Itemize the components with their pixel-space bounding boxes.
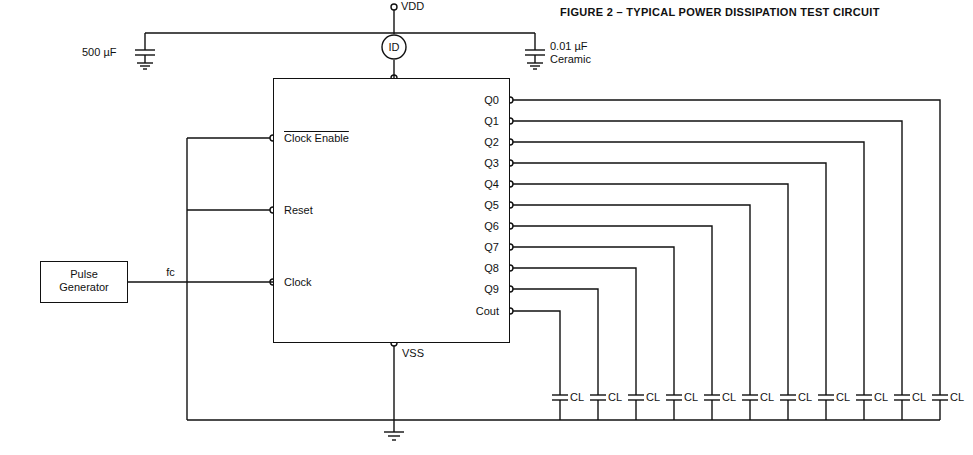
supply-label: VDD [401,0,424,13]
output-wire [510,184,788,395]
pulse-generator-box: Pulse Generator [40,261,128,302]
pin-label: Reset [284,204,313,217]
output-wire [510,142,864,395]
capacitor-lead [559,400,560,420]
capacitor-label: CL [798,391,812,404]
capacitor-plate [628,394,644,395]
figure-title: FIGURE 2 – TYPICAL POWER DISSIPATION TES… [560,6,880,19]
clock-enable-wire [187,137,273,138]
output-wire [510,247,674,395]
vss-wire [393,343,394,432]
capacitor-lead [825,400,826,420]
capacitor-lead [749,400,750,420]
vdd-terminal [391,4,397,10]
capacitor-plate [590,394,606,395]
current-meter: ID [381,34,407,60]
capacitor-plate [780,394,796,395]
supply-label: VSS [402,347,424,360]
capacitor-plate [552,394,568,395]
signal-wire [128,281,273,282]
capacitor-lead [597,400,598,420]
output-load-wiring [510,100,948,420]
pin-label: Q3 [484,157,499,170]
capacitor-symbol [525,33,545,69]
output-wire [510,311,560,395]
pin-label: Q7 [484,241,499,254]
capacitor-label: CL [646,391,660,404]
pin-label: Q1 [484,115,499,128]
reset-wire [187,209,273,210]
capacitor-lead [901,400,902,420]
capacitor-label: CL [608,391,622,404]
output-wire [510,226,712,395]
capacitor-symbol [135,33,155,69]
pin-label: Cout [476,305,499,318]
capacitor-plate [704,394,720,395]
supply-bar [145,32,535,33]
capacitor-plate [742,394,758,395]
ground-bus [187,419,940,420]
capacitor-label: CL [684,391,698,404]
capacitor-value: 0.01 µF Ceramic [550,40,612,65]
box-label: Pulse Generator [41,262,127,299]
capacitor-plate [894,394,910,395]
output-wire [510,121,902,395]
ground-symbol [384,432,404,440]
capacitor-lead [939,400,940,420]
capacitor-label: CL [874,391,888,404]
counter-ic: Clock EnableResetClock Q0Q1Q2Q3Q4Q5Q6Q7Q8… [273,78,510,343]
capacitor-lead [711,400,712,420]
frequency-label: fc [164,266,177,279]
output-wire [510,205,750,395]
capacitor-value: 500 µF [82,46,116,59]
output-wire [510,289,598,395]
output-wire [510,100,940,395]
capacitor-plate [818,394,834,395]
capacitor-plate [856,394,872,395]
capacitor-plate [932,394,948,395]
output-wire [510,268,636,395]
pin-label: Q4 [484,178,499,191]
meter-label: ID [389,41,400,54]
pin-label: Q5 [484,199,499,212]
ground-return-wire [186,138,187,420]
capacitor-label: CL [950,391,964,404]
capacitor-lead [635,400,636,420]
pin-label: Clock Enable [284,132,349,145]
pin-label: Q0 [484,94,499,107]
vdd-wire [393,10,394,34]
signal-wire [393,60,394,78]
capacitor-plate [666,394,682,395]
capacitor-label: CL [836,391,850,404]
capacitor-lead [787,400,788,420]
pin-label: Q8 [484,262,499,275]
capacitor-lead [673,400,674,420]
capacitor-label: CL [760,391,774,404]
capacitor-label: CL [912,391,926,404]
capacitor-lead [863,400,864,420]
pin-label: Q6 [484,220,499,233]
pin-label: Clock [284,276,312,289]
capacitor-label: CL [570,391,584,404]
pin-terminals [270,75,513,346]
pin-label: Q9 [484,283,499,296]
pin-label: Q2 [484,136,499,149]
capacitor-label: CL [722,391,736,404]
output-wire [510,163,826,395]
